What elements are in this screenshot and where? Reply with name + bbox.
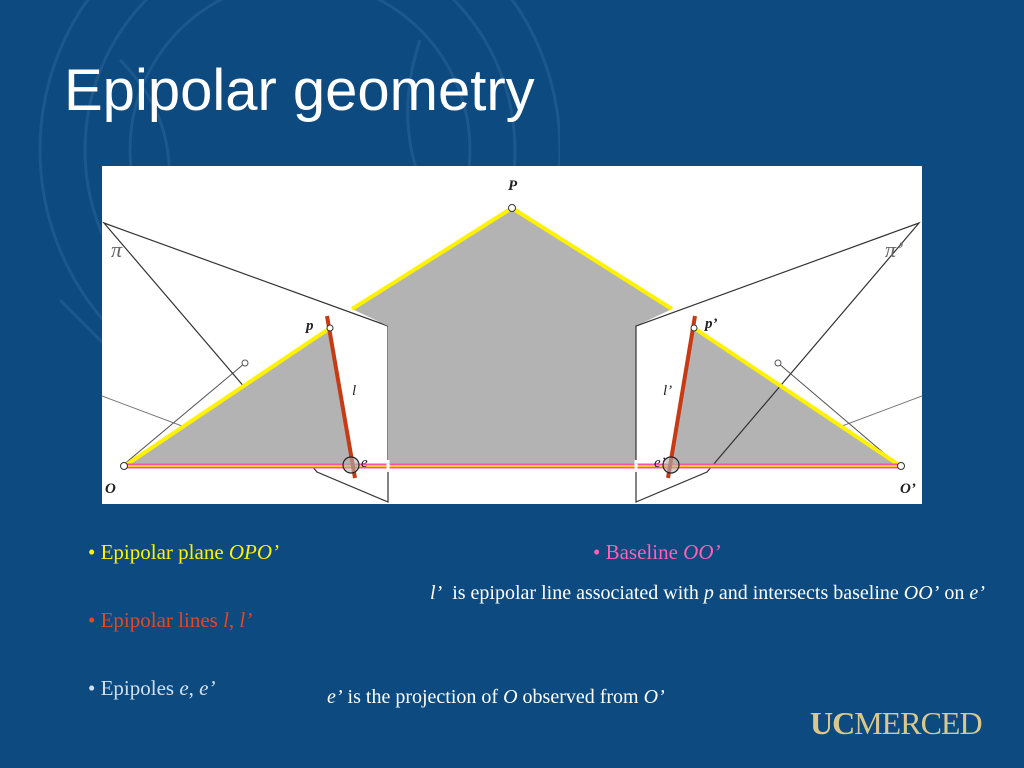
- ucmerced-logo: UCMERCED: [810, 705, 983, 742]
- label-O-prime: O’: [900, 481, 916, 497]
- right-image-plane: [635, 221, 921, 503]
- note1-var-l-prime: l’: [430, 582, 443, 604]
- ray-Oprime-to-pprime: [692, 326, 901, 467]
- bullet-lines-var-l-prime: l’: [239, 608, 253, 632]
- left-ray: [121, 362, 246, 467]
- ray-O-to-p: [124, 326, 332, 467]
- point-p-prime: [690, 324, 698, 332]
- note-projection: e’ is the projection of O observed from …: [327, 685, 665, 709]
- bullet-lines-text: • Epipolar lines: [88, 608, 224, 632]
- label-pi-prime: π’: [885, 237, 903, 262]
- epipole-e: [342, 456, 360, 474]
- note2-var-e-prime: e’: [327, 686, 343, 708]
- label-l-prime: l’: [663, 383, 672, 399]
- logo-merced: MERCED: [854, 705, 982, 741]
- label-P: P: [508, 178, 518, 194]
- right-frame-line: [841, 395, 922, 427]
- left-frame-line: [102, 395, 183, 427]
- label-e-prime: e’: [654, 455, 666, 471]
- camera-center-O-prime: [897, 462, 905, 470]
- camera-center-O: [120, 462, 128, 470]
- bullet-lines-sep: ,: [228, 608, 240, 632]
- epipolar-plane-left: [126, 328, 351, 465]
- label-e: e: [361, 455, 368, 471]
- epipolar-line-l: [325, 315, 357, 479]
- note1-text-3: on: [939, 582, 970, 604]
- bullet-baseline-var: OO’: [683, 540, 721, 564]
- label-pi: π: [111, 237, 123, 262]
- note2-text-1: is the projection of: [342, 686, 504, 708]
- epipolar-plane-right: [670, 328, 899, 465]
- label-O: O: [105, 481, 116, 497]
- bullet-epipoles: • Epipoles e, e’: [88, 676, 216, 700]
- bullet-baseline: • Baseline OO’: [593, 540, 721, 564]
- bullet-epipoles-sep: ,: [188, 676, 200, 700]
- bullet-lines-var-l: l: [223, 608, 229, 632]
- bullet-plane-var: OPO’: [228, 540, 280, 564]
- left-ray-point: [241, 359, 249, 367]
- note1-var-p: p: [703, 582, 714, 604]
- bullet-epipoles-text: • Epipoles: [88, 676, 180, 700]
- point-P: [508, 204, 516, 212]
- note2-text-2: observed from: [517, 686, 644, 708]
- note2-var-O: O: [503, 686, 518, 708]
- epipolar-plane-middle: [352, 208, 672, 465]
- bullet-epipoles-var-e-prime: e’: [199, 676, 216, 700]
- note1-var-OO: OO’: [903, 582, 940, 604]
- right-ray-point: [774, 359, 782, 367]
- point-p: [326, 324, 334, 332]
- epipole-e-prime: [662, 456, 680, 474]
- slide-title: Epipolar geometry: [64, 58, 535, 123]
- bullet-epipoles-var-e: e: [179, 676, 189, 700]
- label-l: l: [352, 383, 356, 399]
- note1-text-2: and intersects baseline: [713, 582, 904, 604]
- note1-text-1: is epipolar line associated with: [442, 582, 704, 604]
- epipolar-diagram: P p p’ O O’ l l’ e e’ π π’: [102, 166, 922, 504]
- bullet-baseline-text: • Baseline: [593, 540, 684, 564]
- bullet-epipolar-plane: • Epipolar plane OPO’: [88, 540, 280, 564]
- bullet-plane-text: • Epipolar plane: [88, 540, 229, 564]
- label-p: p: [304, 318, 314, 334]
- epipolar-line-l-prime: [666, 315, 697, 479]
- note1-var-e-prime: e’: [969, 582, 985, 604]
- bullet-epipolar-lines: • Epipolar lines l, l’: [88, 608, 253, 632]
- label-p-prime: p’: [703, 316, 718, 332]
- logo-uc: UC: [810, 705, 855, 741]
- right-ray: [777, 362, 900, 467]
- note-epipolar-line: l’ is epipolar line associated with p an…: [430, 581, 990, 605]
- note2-var-O-prime: O’: [643, 686, 665, 708]
